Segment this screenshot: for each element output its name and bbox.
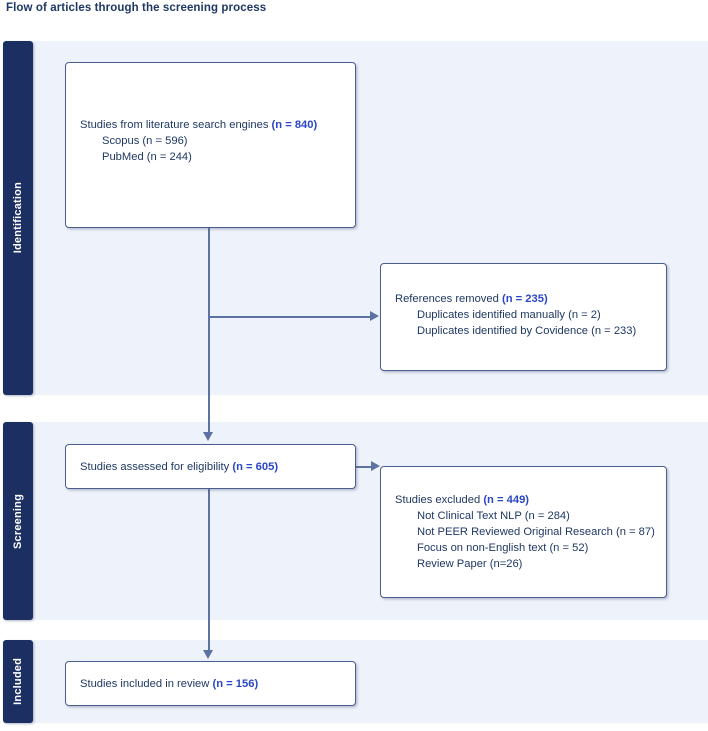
stage-included-label: Included [12,658,24,705]
figure-title: Flow of articles through the screening p… [6,2,267,14]
box-included-in-review-count: (n = 156) [212,678,259,690]
box-included-in-review[interactable]: Studies included in review (n = 156) [65,661,356,706]
box-studies-excluded-subline-not-clinical-nlp: Not Clinical Text NLP (n = 284) [417,509,570,522]
arrow-into-studies-excluded-box [371,461,380,471]
arrow-into-references-removed-box [370,311,379,321]
arrow-into-assessed-box [203,432,213,441]
box-identification-sources-subline-pubmed: PubMed (n = 244) [102,150,192,163]
box-identification-sources-subline-scopus: Scopus (n = 596) [102,134,188,147]
box-identification-sources[interactable]: Studies from literature search engines (… [65,62,356,228]
connector-branch-studies-excluded [356,466,372,468]
box-assessed-eligibility-heading: Studies assessed for eligibility (n = 60… [80,461,279,473]
box-assessed-eligibility[interactable]: Studies assessed for eligibility (n = 60… [65,444,356,489]
stage-screening-band: Screening [3,422,33,620]
box-identification-sources-count: (n = 840) [271,119,318,131]
box-studies-excluded-heading: Studies excluded (n = 449) [395,494,530,506]
box-studies-excluded-subline-non-english: Focus on non-English text (n = 52) [417,541,589,554]
box-studies-excluded[interactable]: Studies excluded (n = 449) Not Clinical … [380,466,667,598]
connector-trunk-lower [208,489,210,652]
stage-screening-label: Screening [12,493,24,549]
box-references-removed[interactable]: References removed (n = 235) Duplicates … [380,263,667,371]
stage-identification-label: Identification [12,182,24,254]
connector-trunk-upper [208,228,210,434]
box-studies-excluded-subline-review-paper: Review Paper (n=26) [417,557,523,570]
box-references-removed-subline-manual: Duplicates identified manually (n = 2) [417,308,601,321]
box-studies-excluded-subline-not-peer-reviewed: Not PEER Reviewed Original Research (n =… [417,525,655,538]
box-references-removed-subline-covidence: Duplicates identified by Covidence (n = … [417,324,637,337]
connector-branch-references-removed [208,316,371,318]
stage-included-band: Included [3,640,33,723]
box-references-removed-heading: References removed (n = 235) [395,293,548,305]
box-studies-excluded-count: (n = 449) [483,494,530,506]
box-identification-sources-heading: Studies from literature search engines (… [80,119,318,131]
box-references-removed-count: (n = 235) [501,293,548,305]
arrow-into-included-box [203,650,213,659]
stage-identification-band: Identification [3,41,33,395]
box-assessed-eligibility-count: (n = 605) [232,461,279,473]
box-included-in-review-heading: Studies included in review (n = 156) [80,678,259,690]
